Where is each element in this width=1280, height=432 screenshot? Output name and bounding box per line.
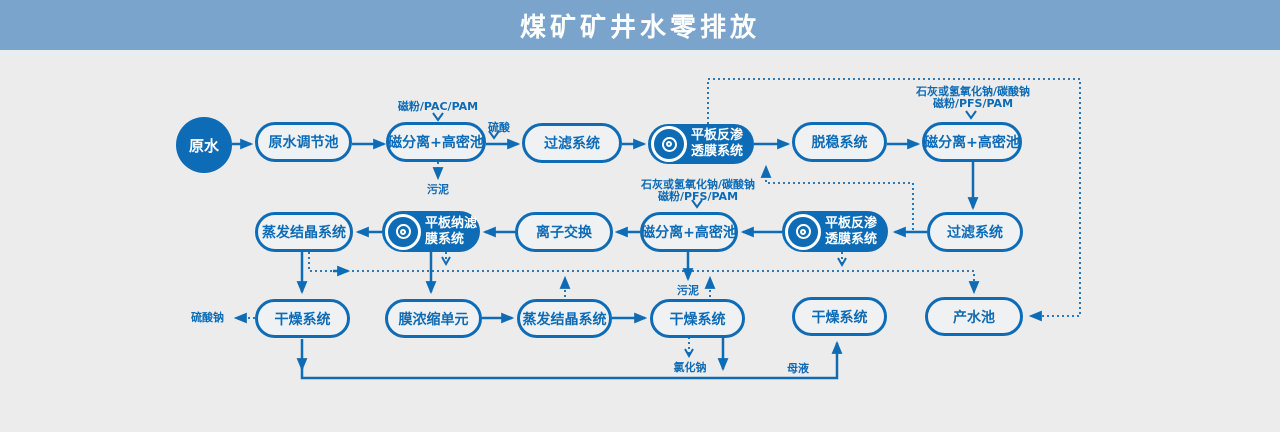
node-label: 原水调节池 (268, 135, 339, 151)
membrane-disc-icon (385, 213, 421, 250)
node-mag-separation-1: 磁分离+高密池 (386, 122, 486, 162)
annotation-sodium-chloride: 氯化钠 (673, 361, 707, 374)
node-label: 平板纳滤膜系统 (425, 215, 478, 247)
membrane-disc-icon (785, 213, 821, 250)
node-label: 干燥系统 (669, 311, 726, 328)
node-label: 脱稳系统 (811, 135, 868, 151)
annotation-dosing-lime-1: 石灰或氢氧化钠/碳酸钠 磁粉/PFS/PAM (888, 86, 1058, 110)
node-label: 过滤系统 (947, 225, 1003, 241)
node-label: 磁分离+高密池 (924, 135, 1020, 151)
annotation-dosing-pac: 磁粉/PAC/PAM (397, 100, 479, 113)
node-membrane-concentration: 膜浓缩单元 (385, 299, 482, 338)
annotation-line: 磁粉/PFS/PAM (657, 190, 739, 203)
node-label: 平板反渗透膜系统 (825, 215, 878, 247)
node-label: 蒸发结晶系统 (522, 311, 607, 328)
node-drying-3: 干燥系统 (792, 297, 887, 336)
annotation-mother-liquor: 母液 (787, 362, 809, 375)
node-drying-2: 干燥系统 (650, 299, 745, 338)
annotation-sulfuric-acid: 硫酸 (488, 121, 510, 134)
node-label: 平板反渗透膜系统 (691, 128, 744, 159)
title-bar: 煤矿矿井水零排放 (0, 0, 1280, 50)
membrane-disc-icon (651, 126, 687, 162)
node-flat-nf: 平板纳滤膜系统 (382, 211, 480, 252)
node-label: 离子交换 (536, 225, 592, 241)
node-label: 蒸发结晶系统 (262, 225, 346, 241)
annotation-line: 石灰或氢氧化钠/碳酸钠 (640, 178, 756, 191)
page-title: 煤矿矿井水零排放 (519, 12, 760, 43)
node-evaporation-1: 蒸发结晶系统 (255, 212, 353, 252)
node-label: 磁分离+高密池 (388, 135, 484, 151)
node-filter-2: 过滤系统 (927, 212, 1023, 252)
annotation-sludge-2: 污泥 (677, 284, 699, 297)
node-label: 磁分离+高密池 (641, 225, 737, 241)
node-label: 原水 (188, 136, 219, 155)
node-raw-water: 原水 (176, 117, 232, 173)
annotation-sludge-1: 污泥 (427, 183, 449, 196)
node-mag-separation-2: 磁分离+高密池 (922, 122, 1022, 162)
annotation-chevrons (432, 110, 977, 209)
node-flat-ro-2: 平板反渗透膜系统 (782, 211, 888, 252)
node-regulating-tank: 原水调节池 (255, 122, 352, 162)
node-label: 干燥系统 (811, 309, 868, 326)
annotation-sodium-sulfate: 硫酸钠 (191, 311, 224, 324)
node-label: 过滤系统 (544, 136, 600, 152)
solid-arrows (232, 138, 979, 380)
node-destabilization: 脱稳系统 (792, 122, 887, 162)
annotation-line: 磁粉/PFS/PAM (932, 97, 1014, 110)
node-label: 膜浓缩单元 (398, 311, 469, 328)
annotation-line: 石灰或氢氧化钠/碳酸钠 (915, 85, 1031, 98)
node-label: 干燥系统 (274, 311, 331, 328)
annotation-dosing-lime-2: 石灰或氢氧化钠/碳酸钠 磁粉/PFS/PAM (613, 179, 783, 203)
node-flat-ro-1: 平板反渗透膜系统 (648, 124, 754, 164)
dotted-lines (233, 78, 1081, 355)
node-mag-separation-3: 磁分离+高密池 (640, 212, 738, 252)
node-drying-1: 干燥系统 (255, 299, 350, 338)
node-evaporation-2: 蒸发结晶系统 (517, 299, 612, 338)
node-ion-exchange: 离子交换 (515, 212, 613, 252)
node-filter-1: 过滤系统 (522, 123, 622, 163)
node-product-water-pool: 产水池 (925, 297, 1023, 336)
node-label: 产水池 (953, 309, 995, 326)
